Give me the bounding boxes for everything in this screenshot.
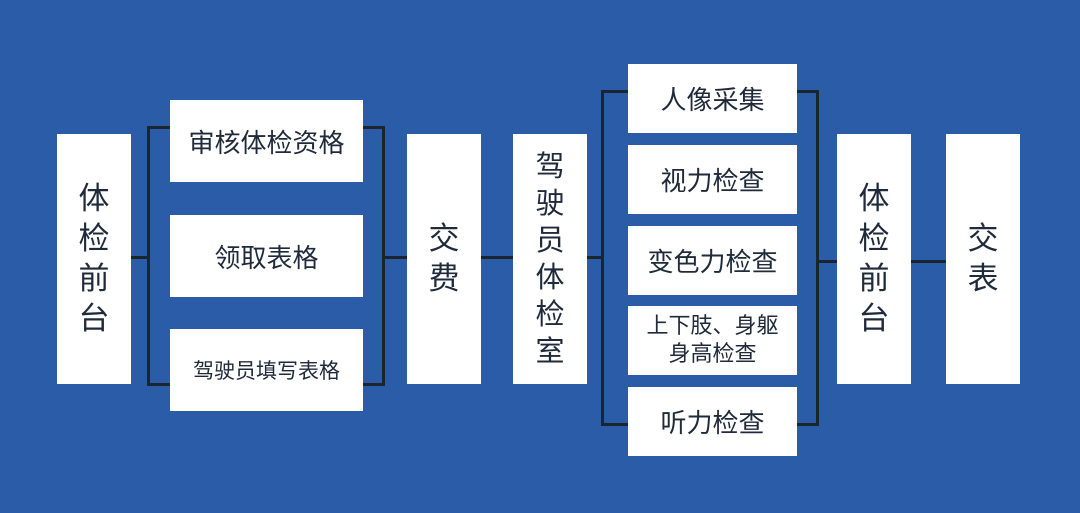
char: 前 <box>78 261 110 297</box>
char: 体 <box>858 181 890 217</box>
bracket-right-1-top <box>362 126 385 129</box>
connector-2 <box>384 256 408 259</box>
step-label: 变色力检查 <box>647 248 778 278</box>
submit-box: 交 表 <box>946 134 1020 384</box>
char: 台 <box>78 301 110 337</box>
char: 检 <box>78 221 110 257</box>
bracket-left-2-bottom <box>601 423 628 426</box>
connector-1 <box>131 256 149 259</box>
bracket-left-1-bottom <box>147 383 171 386</box>
front-desk-box-1: 体 检 前 台 <box>57 134 131 384</box>
step-label: 听力检查 <box>660 409 765 439</box>
char: 交 <box>967 221 999 257</box>
step-label: 驾驶员填写表格 <box>193 359 340 383</box>
connector-3 <box>480 256 514 259</box>
bracket-left-1 <box>147 126 150 386</box>
connector-6 <box>910 260 948 263</box>
step-box-forms: 领取表格 <box>170 215 363 297</box>
char: 费 <box>428 261 460 297</box>
bracket-right-1 <box>382 126 385 386</box>
step-box-hearing: 听力检查 <box>628 387 797 456</box>
step-label: 领取表格 <box>214 243 319 274</box>
char: 检 <box>858 221 890 257</box>
bracket-left-2 <box>601 90 604 426</box>
char: 交 <box>428 221 460 257</box>
step-box-review: 审核体检资格 <box>170 100 363 182</box>
connector-5 <box>818 260 838 263</box>
step-label-line-2: 身高检查 <box>668 341 757 367</box>
char: 驾 <box>535 149 565 183</box>
step-label-line-1: 上下肢、身躯 <box>646 313 779 339</box>
pay-box: 交 费 <box>407 134 481 384</box>
connector-4 <box>586 256 604 259</box>
exam-room-box: 驾 驶 员 体 检 室 <box>513 134 587 384</box>
step-box-vision: 视力检查 <box>628 145 797 214</box>
step-box-portrait: 人像采集 <box>628 64 797 133</box>
char: 检 <box>535 297 565 331</box>
step-label: 审核体检资格 <box>188 128 345 159</box>
char: 驶 <box>535 186 565 220</box>
bracket-right-2-top <box>796 90 819 93</box>
bracket-right-2-bottom <box>796 423 819 426</box>
step-box-color: 变色力检查 <box>628 226 797 295</box>
bracket-left-2-top <box>601 90 628 93</box>
char: 台 <box>858 301 890 337</box>
char: 表 <box>967 261 999 297</box>
bracket-left-1-top <box>147 126 171 129</box>
char: 员 <box>535 223 565 257</box>
char: 室 <box>535 334 565 368</box>
char: 前 <box>858 261 890 297</box>
step-box-fill-form: 驾驶员填写表格 <box>170 329 363 411</box>
step-label: 人像采集 <box>660 86 765 116</box>
char: 体 <box>78 181 110 217</box>
bracket-right-2 <box>816 90 819 426</box>
step-box-limbs: 上下肢、身躯 身高检查 <box>628 306 797 375</box>
char: 体 <box>535 260 565 294</box>
step-label: 视力检查 <box>660 167 765 197</box>
front-desk-box-2: 体 检 前 台 <box>837 134 911 384</box>
bracket-right-1-bottom <box>362 383 385 386</box>
